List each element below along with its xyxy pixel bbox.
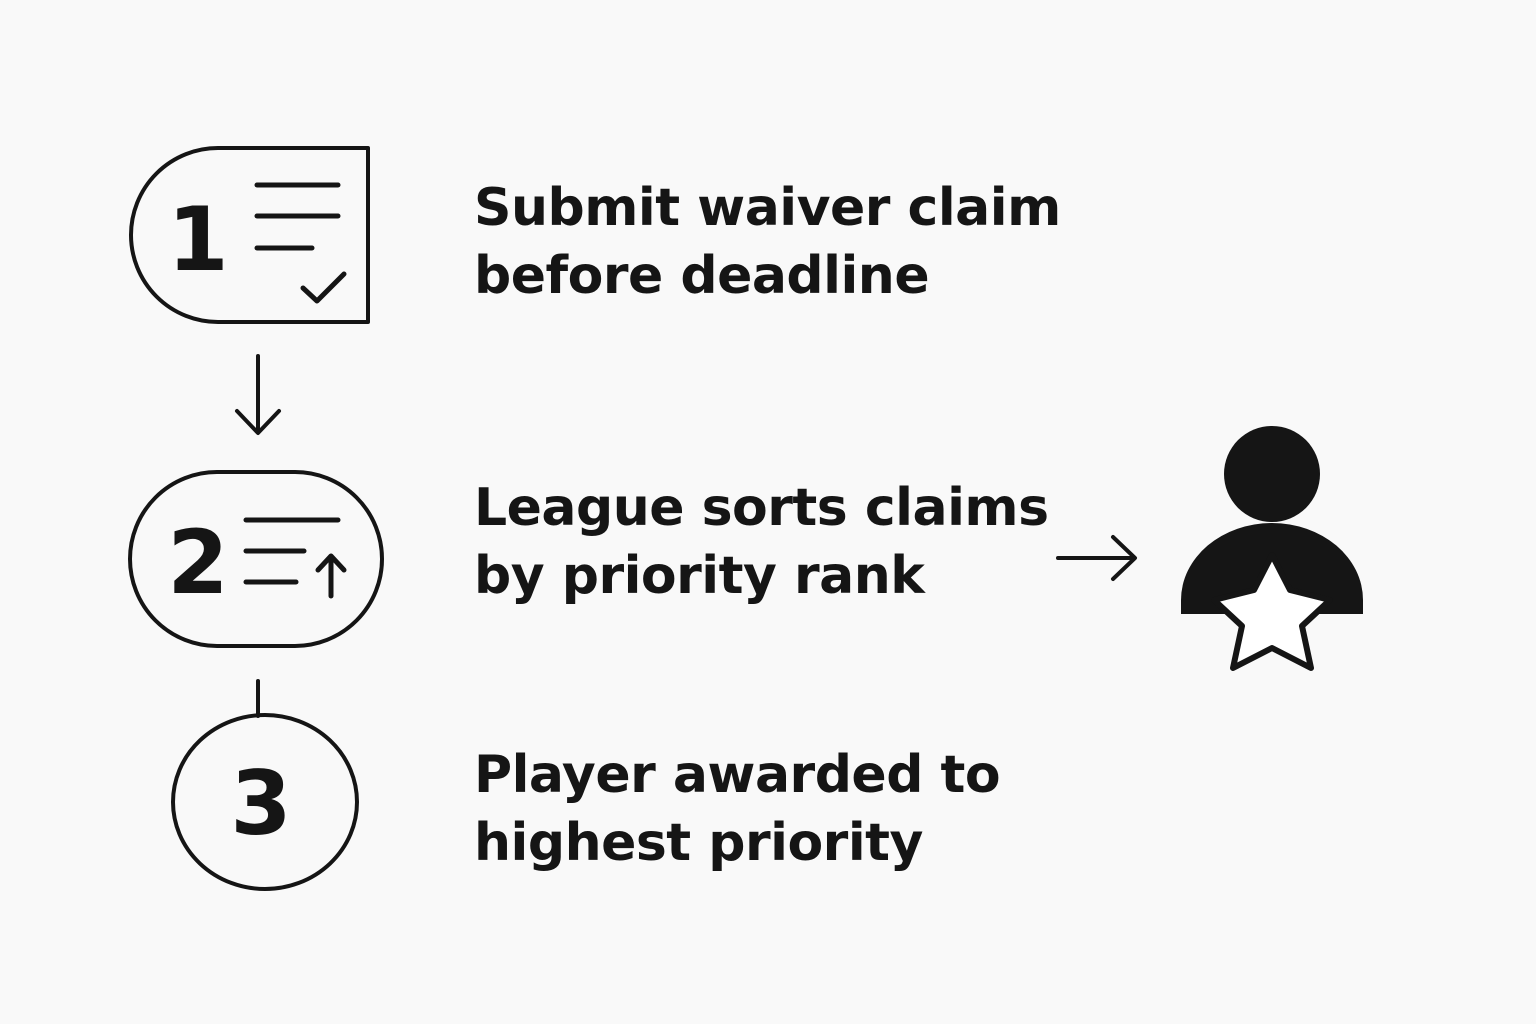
right-arrow-icon	[1056, 535, 1137, 581]
step-3-text: Player awarded to highest priority	[474, 741, 1001, 877]
step-1-text: Submit waiver claim before deadline	[474, 174, 1061, 310]
step-1-number: 1	[167, 188, 228, 291]
step-1-box	[129, 146, 370, 324]
step-1-node: 1	[129, 146, 370, 324]
checklist-icon	[254, 182, 347, 304]
step-1-line-1: Submit waiver claim	[474, 178, 1061, 238]
step-2-line-1: League sorts claims	[474, 478, 1049, 538]
step-2-number: 2	[167, 511, 228, 614]
step-2-line-2: by priority rank	[474, 546, 925, 606]
step-3-number: 3	[230, 752, 291, 855]
step-2-text: League sorts claims by priority rank	[474, 474, 1049, 610]
step-2-node: 2	[128, 470, 384, 648]
step-3-line-2: highest priority	[474, 813, 923, 873]
sort-ascending-icon	[243, 517, 347, 599]
step-3-line-1: Player awarded to	[474, 745, 1001, 805]
star-icon	[1211, 552, 1333, 671]
step-2-box	[128, 470, 384, 648]
user-head	[1224, 426, 1320, 522]
step-3-circle	[171, 713, 359, 891]
user-star-icon	[1181, 426, 1363, 671]
down-arrow-icon	[235, 354, 281, 435]
step-3-node: 3	[171, 713, 359, 891]
step-1-line-2: before deadline	[474, 246, 930, 306]
